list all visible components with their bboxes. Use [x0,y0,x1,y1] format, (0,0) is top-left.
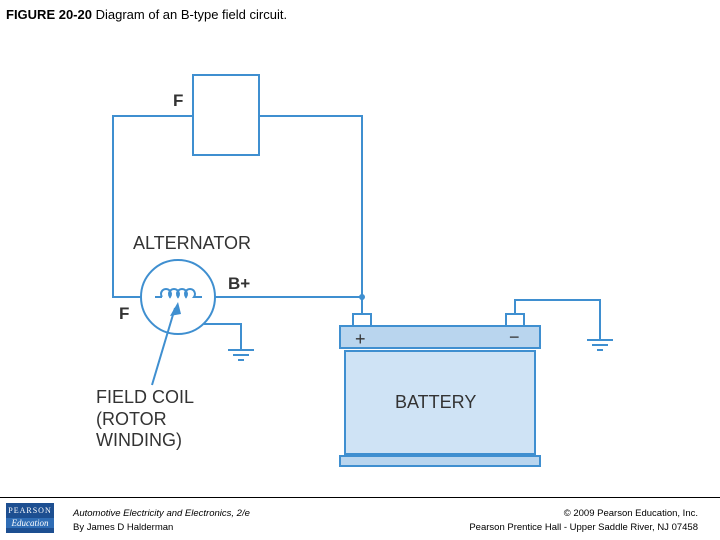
wire-top-right [259,115,363,297]
field-terminal-left-label: F [119,304,129,323]
logo-bottom-text: Education [6,518,54,528]
arrow-head [170,302,181,316]
field-coil-symbol [155,288,202,299]
battery-plus-label: + [355,329,366,349]
alternator-symbol [140,259,216,335]
field-coil-label-1: FIELD COIL [96,387,194,407]
copyright-text: © 2009 Pearson Education, Inc. [563,508,698,519]
alt-ground-icon [228,349,254,361]
book-author: By James D Halderman [73,522,174,533]
figure-caption: Diagram of an B-type field circuit. [95,7,288,22]
figure-label: FIGURE 20-20 [6,7,92,22]
publisher-text: Pearson Prentice Hall - Upper Saddle Riv… [469,522,698,533]
wire-b-plus [214,296,363,314]
book-info: Automotive Electricity and Electronics, … [73,507,250,535]
battery-ground-icon [587,339,613,351]
battery-label: BATTERY [395,392,476,412]
field-circuit-diagram: F ALTERNATOR B+ F FIELD COIL (ROTOR WIND… [96,74,613,467]
field-terminal-top-label: F [173,91,183,110]
figure-title: FIGURE 20-20 Diagram of an B-type field … [6,7,287,22]
logo-top-text: PEARSON [8,506,52,515]
battery-symbol [339,325,541,467]
wire-alt-ground [204,323,242,350]
alternator-label: ALTERNATOR [133,233,251,253]
wire-top-loop [112,115,193,298]
field-coil-arrow [151,307,176,386]
junction-dot [359,294,365,300]
wire-battery-neg [514,299,601,340]
footer-divider [0,497,720,498]
pearson-logo: PEARSON Education [6,503,54,533]
field-control-box [192,74,260,156]
field-coil-label-3: WINDING) [96,430,182,450]
copyright-info: © 2009 Pearson Education, Inc. Pearson P… [469,507,698,535]
battery-minus-label: − [509,327,520,347]
book-title: Automotive Electricity and Electronics, … [73,508,250,519]
b-plus-label: B+ [228,274,250,293]
field-coil-label-2: (ROTOR [96,409,167,429]
